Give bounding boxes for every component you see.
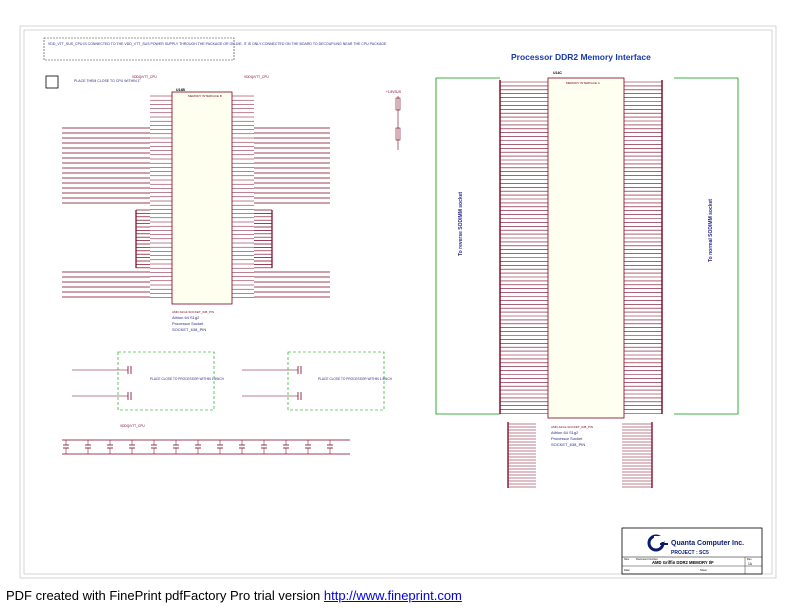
u14b-desc2: Processor Socket: [172, 321, 204, 326]
note-box-text: VDD_VTT_SUS_CPU IS CONNECTED TO THE VDD_…: [48, 42, 387, 46]
sheet-label: Sheet: [700, 568, 707, 572]
u14c-ref: U14C: [553, 71, 562, 75]
net-top-left-2: VDDQ/VTT_CPU: [244, 75, 269, 79]
sheet-border: [19, 25, 777, 579]
u14b-desc1: Athlon 64 S1g2: [172, 315, 200, 320]
u14b-pins: [62, 95, 330, 298]
u14b-ref: U14B: [176, 88, 185, 92]
reverse-sodimm-bracket: [435, 77, 500, 415]
u14b-body: [171, 91, 233, 305]
u14c-desc2: Processor Socket: [551, 436, 583, 441]
project-label: PROJECT : SC5: [671, 550, 709, 556]
net-top-left-1: VDDQ/VTT_CPU: [132, 75, 157, 79]
u14b-part: AMD-S1G2-SOCKET_638_PIN: [172, 310, 214, 314]
sheet-inner-border: [23, 29, 773, 575]
note-box: [43, 37, 235, 61]
u14c-pins: [499, 80, 663, 414]
dqs-groups: [507, 422, 653, 488]
u14c-desc3: SOCKET_638_PIN: [551, 442, 585, 447]
u14c-block: MEMORY INTERFACE A: [566, 81, 600, 85]
pdf-footer: PDF created with FinePrint pdfFactory Pr…: [6, 588, 462, 603]
schematic-sheet: VDD_VTT_SUS_CPU IS CONNECTED TO THE VDD_…: [19, 25, 777, 579]
u14c-body: [547, 77, 625, 419]
net-vref: +1.8VSUS: [386, 90, 401, 94]
u14b-desc3: SOCKET_638_PIN: [172, 327, 206, 332]
rev-label: Rev: [747, 557, 752, 561]
doc-number-label: Document Number: [636, 557, 658, 561]
net-bottom-bank: VDDQ/VTT_CPU: [120, 424, 145, 428]
doc-title: AMD Griffin DDR2 MEMORY I/F: [652, 560, 714, 565]
decoupling-group-left: [117, 351, 215, 411]
capacitor-bank: [62, 439, 350, 455]
u14c-desc1: Athlon 64 S1g2: [551, 430, 579, 435]
decoupling-group-right: [287, 351, 385, 411]
title-block: [621, 527, 763, 575]
rev-value: 1A: [748, 562, 753, 566]
size-label: Size: [624, 557, 630, 561]
quanta-logo-icon: [647, 534, 668, 552]
sheet-title: Processor DDR2 Memory Interface: [511, 52, 651, 62]
u14b-block: MEMORY INTERFACE B: [188, 94, 222, 98]
place-close-right: PLACE CLOSE TO PROCESSOR WITHIN 1.5INCH: [318, 377, 393, 381]
footer-text: PDF created with FinePrint pdfFactory Pr…: [6, 588, 324, 603]
to-reverse-sodimm: To reverse SODIMM socket: [458, 192, 464, 256]
mid-capacitors: [72, 366, 302, 400]
normal-sodimm-bracket: [674, 77, 739, 415]
u14c-part: AMD-S1G2-SOCKET_638_PIN: [551, 425, 593, 429]
caution-icon: [45, 75, 59, 89]
place-note: PLACE THEM CLOSE TO CPU WITHIN 1": [74, 79, 142, 83]
to-normal-sodimm: To normal SODIMM socket: [708, 199, 714, 262]
date-label: Date:: [624, 568, 630, 572]
place-close-left: PLACE CLOSE TO PROCESSOR WITHIN 1.5INCH: [150, 377, 225, 381]
company-name: Quanta Computer Inc.: [671, 540, 744, 547]
fineprint-link[interactable]: http://www.fineprint.com: [323, 588, 462, 603]
